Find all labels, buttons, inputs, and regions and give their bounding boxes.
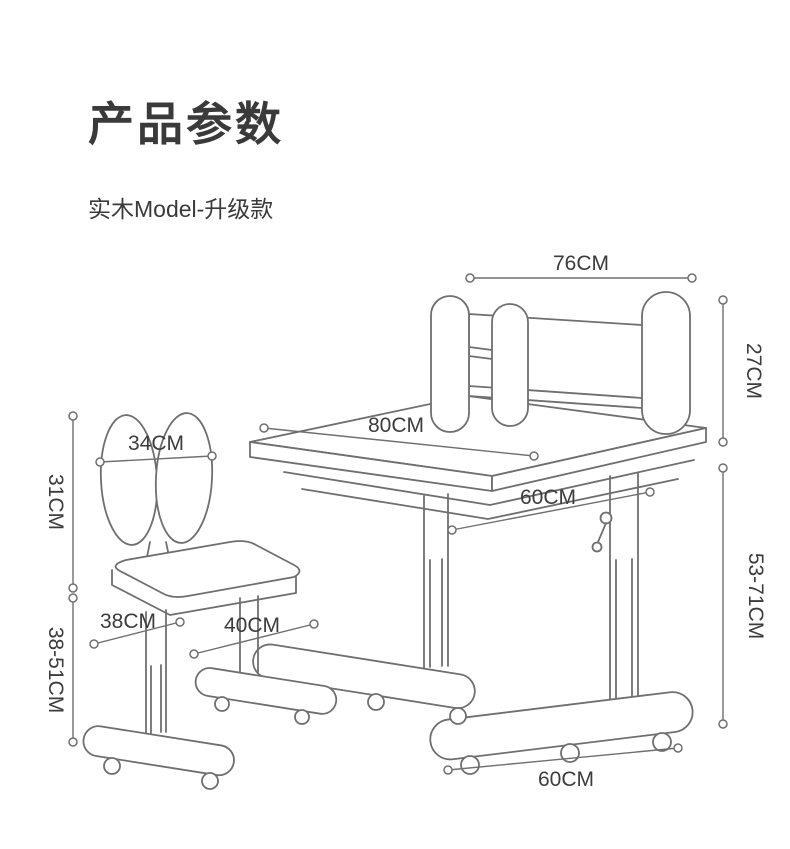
chair-illustration xyxy=(82,412,338,790)
dimension-endpoint xyxy=(447,525,457,535)
dimension-label-chair-seat-depth: 38CM xyxy=(100,610,156,633)
dimension-endpoint xyxy=(645,487,655,497)
desk-illustration xyxy=(249,291,707,775)
desk-hutch xyxy=(430,291,691,435)
dimension-label-hutch-height: 27CM xyxy=(742,343,765,399)
hutch-right-panel xyxy=(641,291,691,435)
dimension-line xyxy=(93,621,181,645)
height-crank-handle xyxy=(591,511,613,553)
dimension-chair-height-range: 38-51CM xyxy=(44,593,78,747)
dimension-endpoint xyxy=(687,273,697,283)
dimension-label-desk-width: 80CM xyxy=(368,414,424,437)
dimension-chair-seat-depth: 38CM xyxy=(89,610,185,649)
dimension-hutch-height: 27CM xyxy=(718,295,765,447)
dimension-endpoint xyxy=(443,765,453,775)
dimension-endpoint xyxy=(68,411,78,421)
dimension-label-chair-back-width: 34CM xyxy=(128,432,184,455)
dimension-line xyxy=(263,427,535,457)
product-diagram: 76CM 27CM 80CM 60CM xyxy=(44,252,767,791)
dimension-line xyxy=(451,491,651,531)
dimension-hutch-width: 76CM xyxy=(465,252,697,283)
desk-left-leg xyxy=(423,493,449,669)
chair-right-leg xyxy=(239,595,259,675)
dimension-label-desk-depth: 60CM xyxy=(520,486,576,509)
chair-left-leg xyxy=(145,609,167,735)
dimension-desk-base-length: 60CM xyxy=(443,743,683,791)
chair-seat xyxy=(114,540,301,598)
caster-wheel xyxy=(103,757,121,775)
desk-right-leg xyxy=(609,472,639,701)
dimension-endpoint xyxy=(175,617,185,627)
caster-wheel xyxy=(214,696,230,712)
dimension-endpoint xyxy=(465,273,475,283)
dimension-line xyxy=(193,623,315,655)
dimension-label-hutch-width: 76CM xyxy=(553,252,609,275)
caster-wheel xyxy=(294,709,310,725)
dimension-line xyxy=(99,455,213,463)
dimension-label-desk-base-length: 60CM xyxy=(538,768,594,791)
hutch-small-shelf xyxy=(468,346,493,360)
dimension-desk-width: 80CM xyxy=(259,414,539,461)
dimension-endpoint xyxy=(68,593,78,603)
dimension-endpoint xyxy=(189,649,199,659)
crank-pivot xyxy=(599,511,613,525)
caster-wheel xyxy=(652,732,672,752)
dimension-label-chair-seat-width: 40CM xyxy=(224,614,280,637)
dimension-annotations: 76CM 27CM 80CM 60CM xyxy=(44,252,767,791)
desk-apron xyxy=(283,459,695,506)
dimension-label-chair-back-height: 31CM xyxy=(44,474,67,530)
product-model-label: 实木Model-升级款 xyxy=(88,196,274,222)
desk-rail xyxy=(301,478,679,520)
dimension-endpoint xyxy=(718,295,728,305)
crank-knob xyxy=(591,541,603,553)
caster-wheel xyxy=(201,772,219,790)
dimension-endpoint xyxy=(68,737,78,747)
dimension-endpoint xyxy=(673,743,683,753)
dimension-endpoint xyxy=(68,583,78,593)
dimension-chair-back-height: 31CM xyxy=(44,411,78,593)
dimension-endpoint xyxy=(718,463,728,473)
desk-left-foot xyxy=(252,643,476,710)
dimension-chair-back-width: 34CM xyxy=(95,432,217,467)
chair-back-right-lobe xyxy=(154,412,214,544)
caster-wheel xyxy=(367,693,385,711)
dimension-endpoint xyxy=(309,619,319,629)
dimension-desk-depth: 60CM xyxy=(447,486,655,535)
caster-wheel xyxy=(460,755,480,775)
dimension-label-chair-height-range: 38-51CM xyxy=(44,627,67,713)
crank-arm xyxy=(597,522,607,543)
dimension-endpoint xyxy=(207,451,217,461)
chair-casters xyxy=(103,696,310,790)
dimension-line xyxy=(447,747,679,771)
dimension-endpoint xyxy=(89,639,99,649)
dimension-endpoint xyxy=(259,423,269,433)
desk-top-edge-right xyxy=(491,427,707,492)
dimension-endpoint xyxy=(95,457,105,467)
dimension-label-desk-height-range: 53-71CM xyxy=(744,553,767,639)
dimension-endpoint xyxy=(718,719,728,729)
caster-wheel xyxy=(449,707,467,725)
hutch-left-panel xyxy=(430,295,470,433)
chair-seat-edge xyxy=(111,569,297,616)
chair-left-foot xyxy=(82,725,235,777)
dimension-endpoint xyxy=(718,437,728,447)
page-title: 产品参数 xyxy=(88,98,284,150)
chair-right-foot xyxy=(194,667,338,715)
hutch-middle-panel xyxy=(491,303,529,427)
dimension-desk-height-range: 53-71CM xyxy=(718,463,767,729)
dimension-endpoint xyxy=(529,451,539,461)
dimension-chair-seat-width: 40CM xyxy=(189,614,319,659)
